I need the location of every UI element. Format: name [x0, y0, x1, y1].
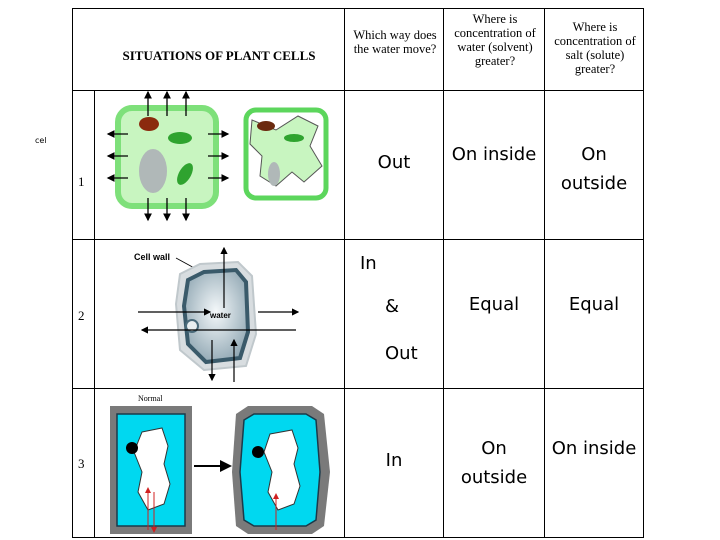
row2-salt-concentration: Equal	[568, 294, 620, 315]
normal-cell	[110, 406, 192, 534]
col-divider-3	[544, 8, 545, 538]
row3-cell-diagram: Normal	[110, 394, 330, 534]
row2-water-move-and: &	[385, 296, 400, 317]
row3-salt-concentration: On inside	[551, 438, 637, 459]
table-title: SITUATIONS OF PLANT CELLS	[122, 48, 316, 63]
row-divider-2	[72, 239, 644, 240]
row3-water-concentration: On outside	[460, 438, 528, 488]
chloroplast-shape	[168, 132, 192, 144]
row1-water-move: Out	[377, 152, 411, 173]
col-divider-1	[344, 8, 345, 538]
table-border-top	[72, 8, 644, 9]
row2-cell-diagram: Cell wall water	[134, 246, 300, 382]
outward-arrows	[106, 90, 230, 222]
row-divider-1	[72, 90, 644, 91]
vacuole-shape	[139, 149, 167, 193]
row-number-2: 2	[78, 308, 85, 323]
cell-wall-label: Cell wall	[134, 252, 170, 262]
plant-cells-table: SITUATIONS OF PLANT CELLS Which way does…	[72, 8, 644, 538]
plasmolyzed-cell	[243, 107, 329, 201]
row2-water-move-out: Out	[385, 343, 418, 364]
row2-water-move-in: In	[360, 253, 377, 274]
row-number-1: 1	[78, 174, 85, 189]
water-arrows	[138, 246, 300, 382]
table-border-bottom	[72, 537, 644, 538]
row2-water-concentration: Equal	[468, 294, 520, 315]
row3-water-move: In	[385, 450, 403, 471]
water-label: water	[209, 311, 231, 320]
header-water-concentration: Where is concentration of water (solvent…	[454, 12, 536, 68]
num-col-divider	[94, 90, 95, 538]
nucleus-shape	[139, 117, 159, 131]
normal-label: Normal	[138, 394, 163, 403]
col-divider-2	[443, 8, 444, 538]
turgid-cell	[115, 105, 219, 209]
row1-cell-diagram	[106, 90, 329, 222]
header-salt-concentration: Where is concentration of salt (solute) …	[554, 20, 636, 76]
row-number-3: 3	[78, 456, 85, 471]
row1-water-concentration: On inside	[451, 144, 537, 165]
swelling-cell	[232, 406, 330, 534]
stray-label: cel	[35, 136, 47, 145]
table-border-right	[643, 8, 644, 538]
table-border-left	[72, 8, 73, 538]
row1-salt-concentration: On outside	[560, 144, 628, 194]
header-water-move: Which way does the water move?	[353, 28, 437, 56]
row-divider-3	[72, 388, 644, 389]
